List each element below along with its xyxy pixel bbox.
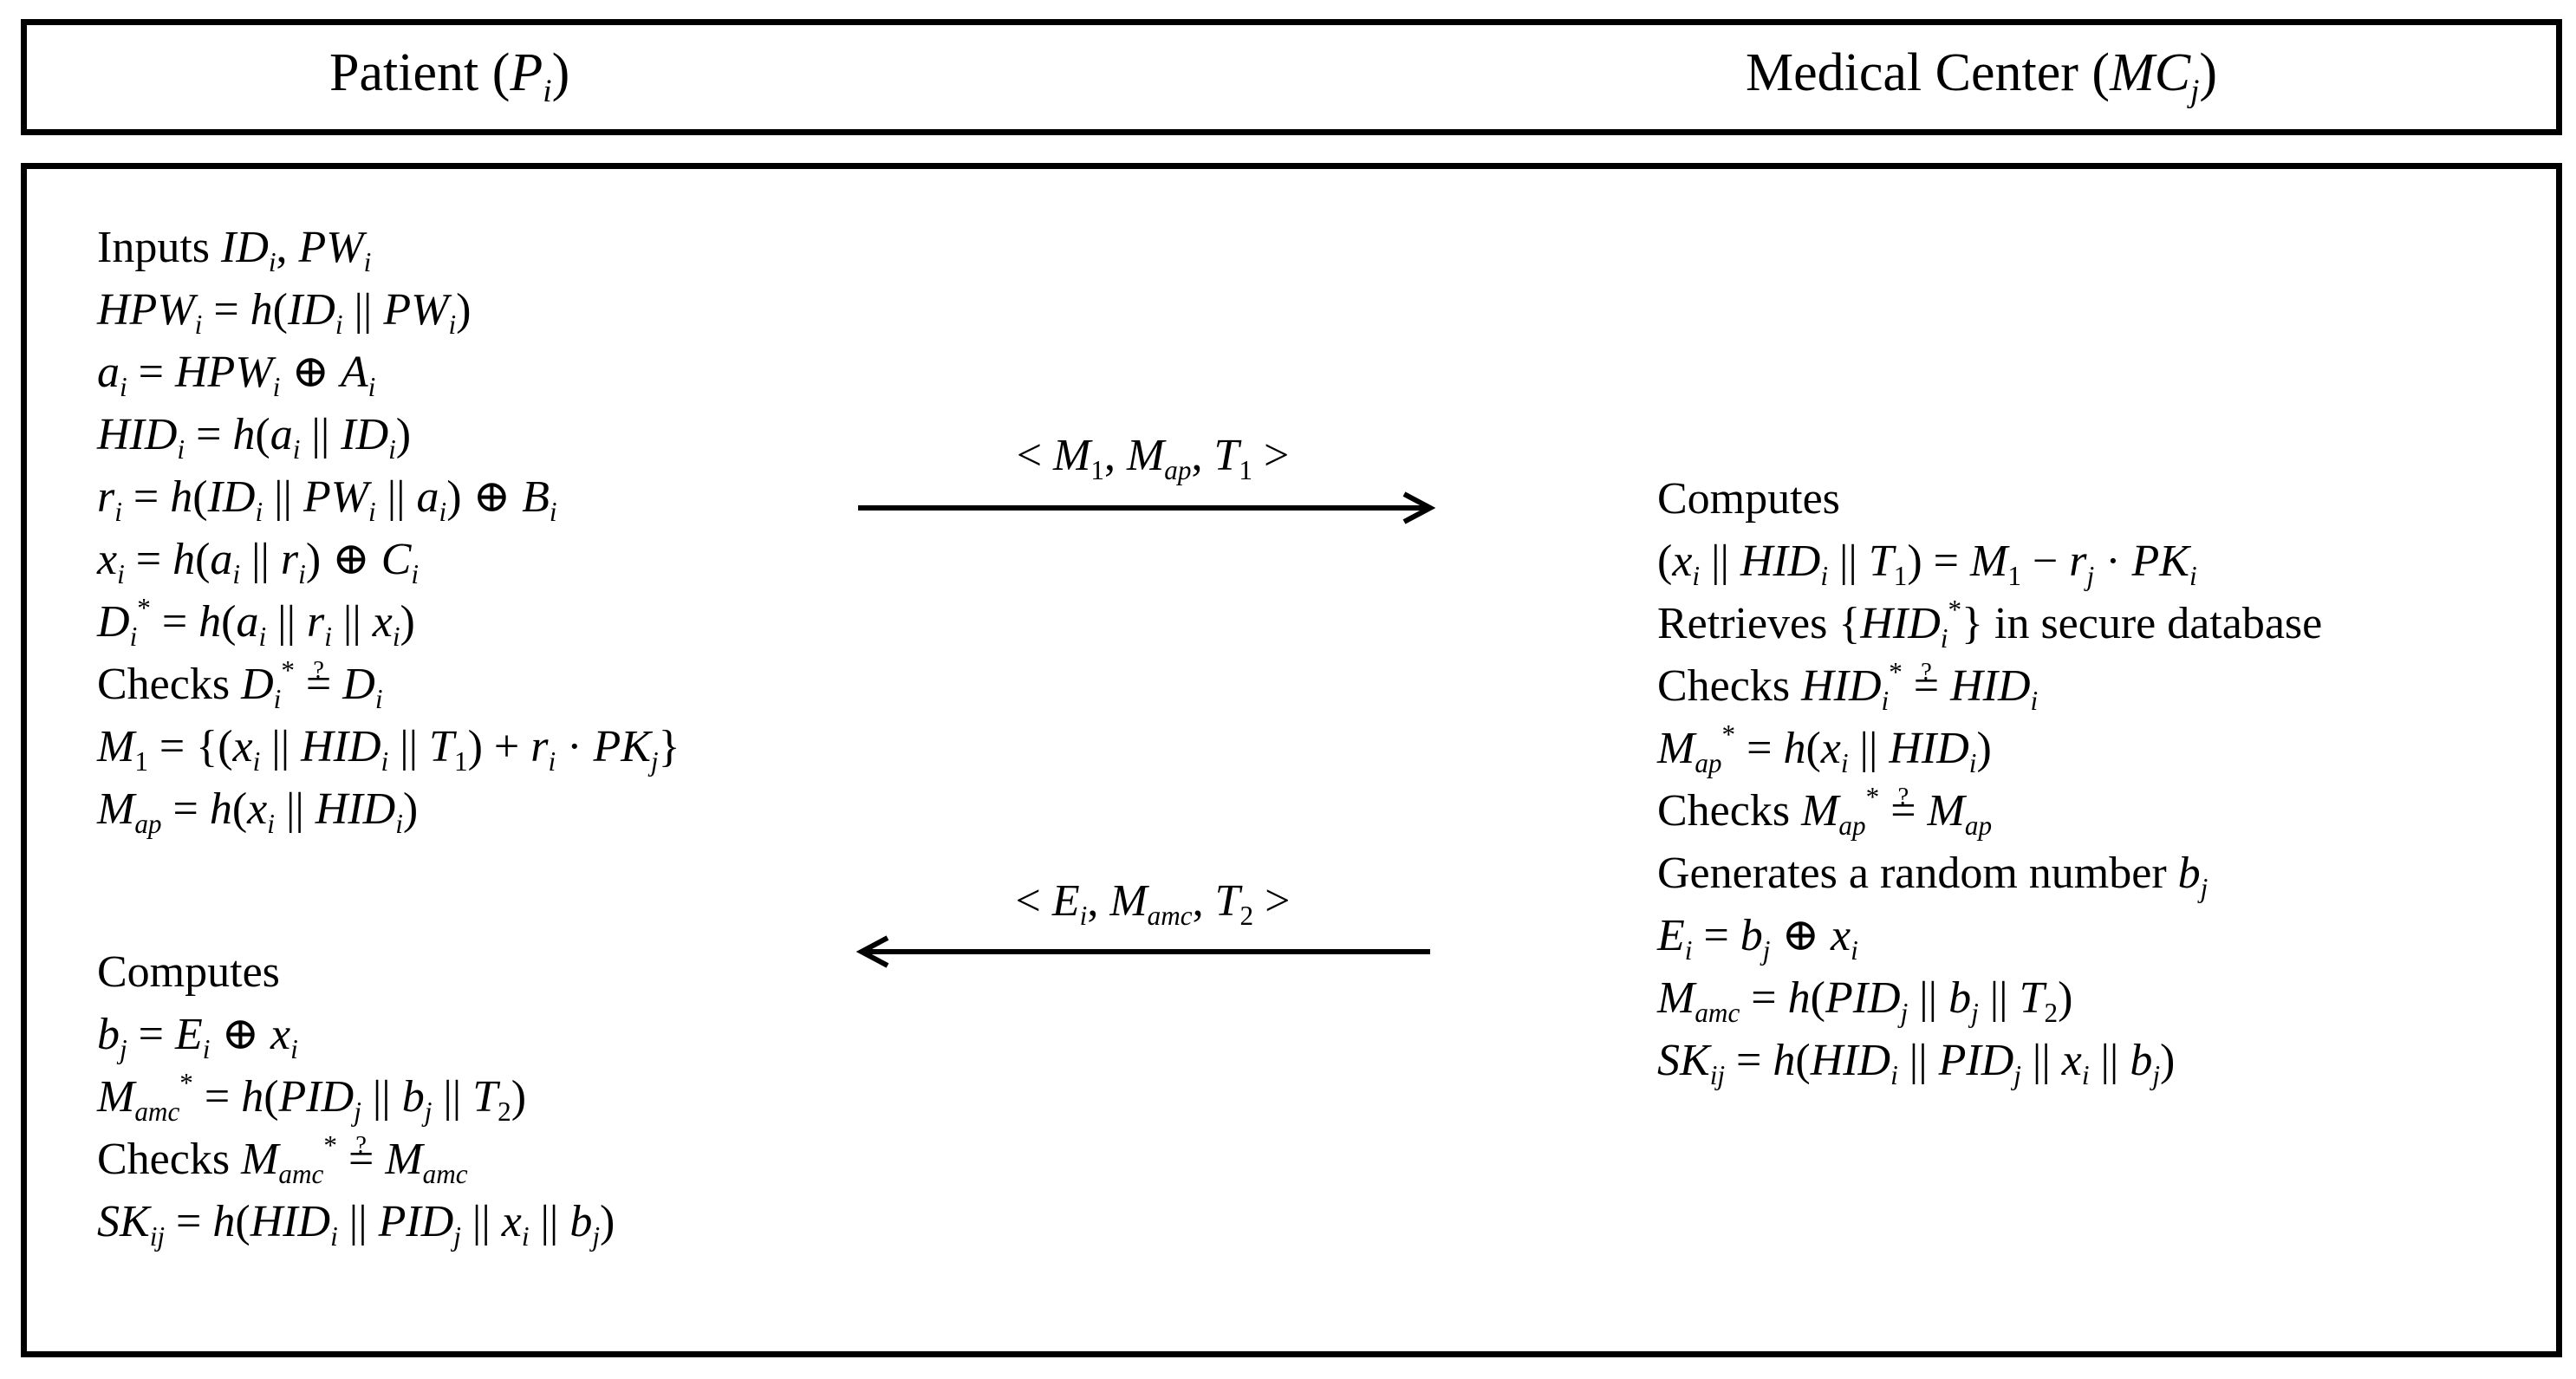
arrow-right-icon [858, 491, 1436, 524]
patient-step-line: bj = Ei ⊕ xi [97, 1010, 298, 1064]
patient-step-line: Checks Di* ?= Di [97, 655, 383, 714]
mc-step-line: Checks HIDi* ?= HIDi [1657, 657, 2039, 716]
medical-center-title: Medical Center [1746, 43, 2078, 102]
patient-step-line: ri = h(IDi || PWi || ai) ⊕ Bi [97, 472, 557, 527]
patient-symbol: P [510, 43, 543, 102]
mc-step-line: Map* = h(xi || HIDi) [1657, 719, 1992, 778]
patient-title: Patient [329, 43, 479, 102]
patient-step-line: Computes [97, 947, 280, 997]
mc-step-line: Mamc = h(PIDj || bj || T2) [1657, 973, 2073, 1028]
patient-login-steps: Inputs IDi, PWi HPWi = h(IDi || PWi) ai … [97, 217, 680, 841]
patient-step-line: SKij = h(HIDi || PIDj || xi || bj) [97, 1197, 615, 1252]
header-box [21, 19, 2562, 135]
mc-step-line: SKij = h(HIDi || PIDj || xi || bj) [1657, 1036, 2176, 1090]
patient-step-line: Inputs IDi, PWi [97, 223, 372, 277]
mc-step-line: Checks Map* ?= Map [1657, 782, 1993, 841]
patient-step-line: xi = h(ai || ri) ⊕ Ci [97, 535, 420, 589]
mc-step-line: Generates a random number bj [1657, 849, 2208, 903]
mc-step-line: Computes [1657, 474, 1840, 524]
medical-center-symbol: MC [2110, 43, 2191, 102]
message-to-medical-center-label: < M1, Map, T1 > [1016, 431, 1290, 485]
medical-center-steps: Computes (xi || HIDi || T1) = M1 − rj · … [1657, 468, 2322, 1092]
mc-step-line: Ei = bj ⊕ xi [1657, 911, 1858, 966]
patient-header: Patient (Pi) [329, 43, 570, 110]
medical-center-header: Medical Center (MCj) [1746, 43, 2218, 110]
mc-step-line: Retrieves {HIDi*} in secure database [1657, 595, 2323, 654]
patient-step-line: ai = HPWi ⊕ Ai [97, 348, 376, 402]
patient-step-line: Map = h(xi || HIDi) [97, 784, 419, 839]
patient-step-line: HPWi = h(IDi || PWi) [97, 285, 472, 340]
patient-step-line: HIDi = h(ai || IDi) [97, 410, 412, 465]
patient-step-line: M1 = {(xi || HIDi || T1) + ri · PKj} [97, 722, 680, 777]
mc-step-line: (xi || HIDi || T1) = M1 − rj · PKi [1657, 537, 2197, 591]
medical-center-symbol-sub: j [2190, 74, 2200, 110]
patient-symbol-sub: i [543, 74, 552, 110]
arrow-left-icon [855, 935, 1430, 968]
patient-step-line: Di* = h(ai || ri || xi) [97, 593, 415, 652]
protocol-box [21, 163, 2562, 1357]
patient-step-line: Mamc* = h(PIDj || bj || T2) [97, 1068, 527, 1127]
patient-step-line: Checks Mamc* ?= Mamc [97, 1130, 468, 1189]
patient-verify-steps: Computes bj = Ei ⊕ xi Mamc* = h(PIDj || … [97, 941, 615, 1253]
message-to-patient-label: < Ei, Mamc, T2 > [1015, 876, 1291, 931]
